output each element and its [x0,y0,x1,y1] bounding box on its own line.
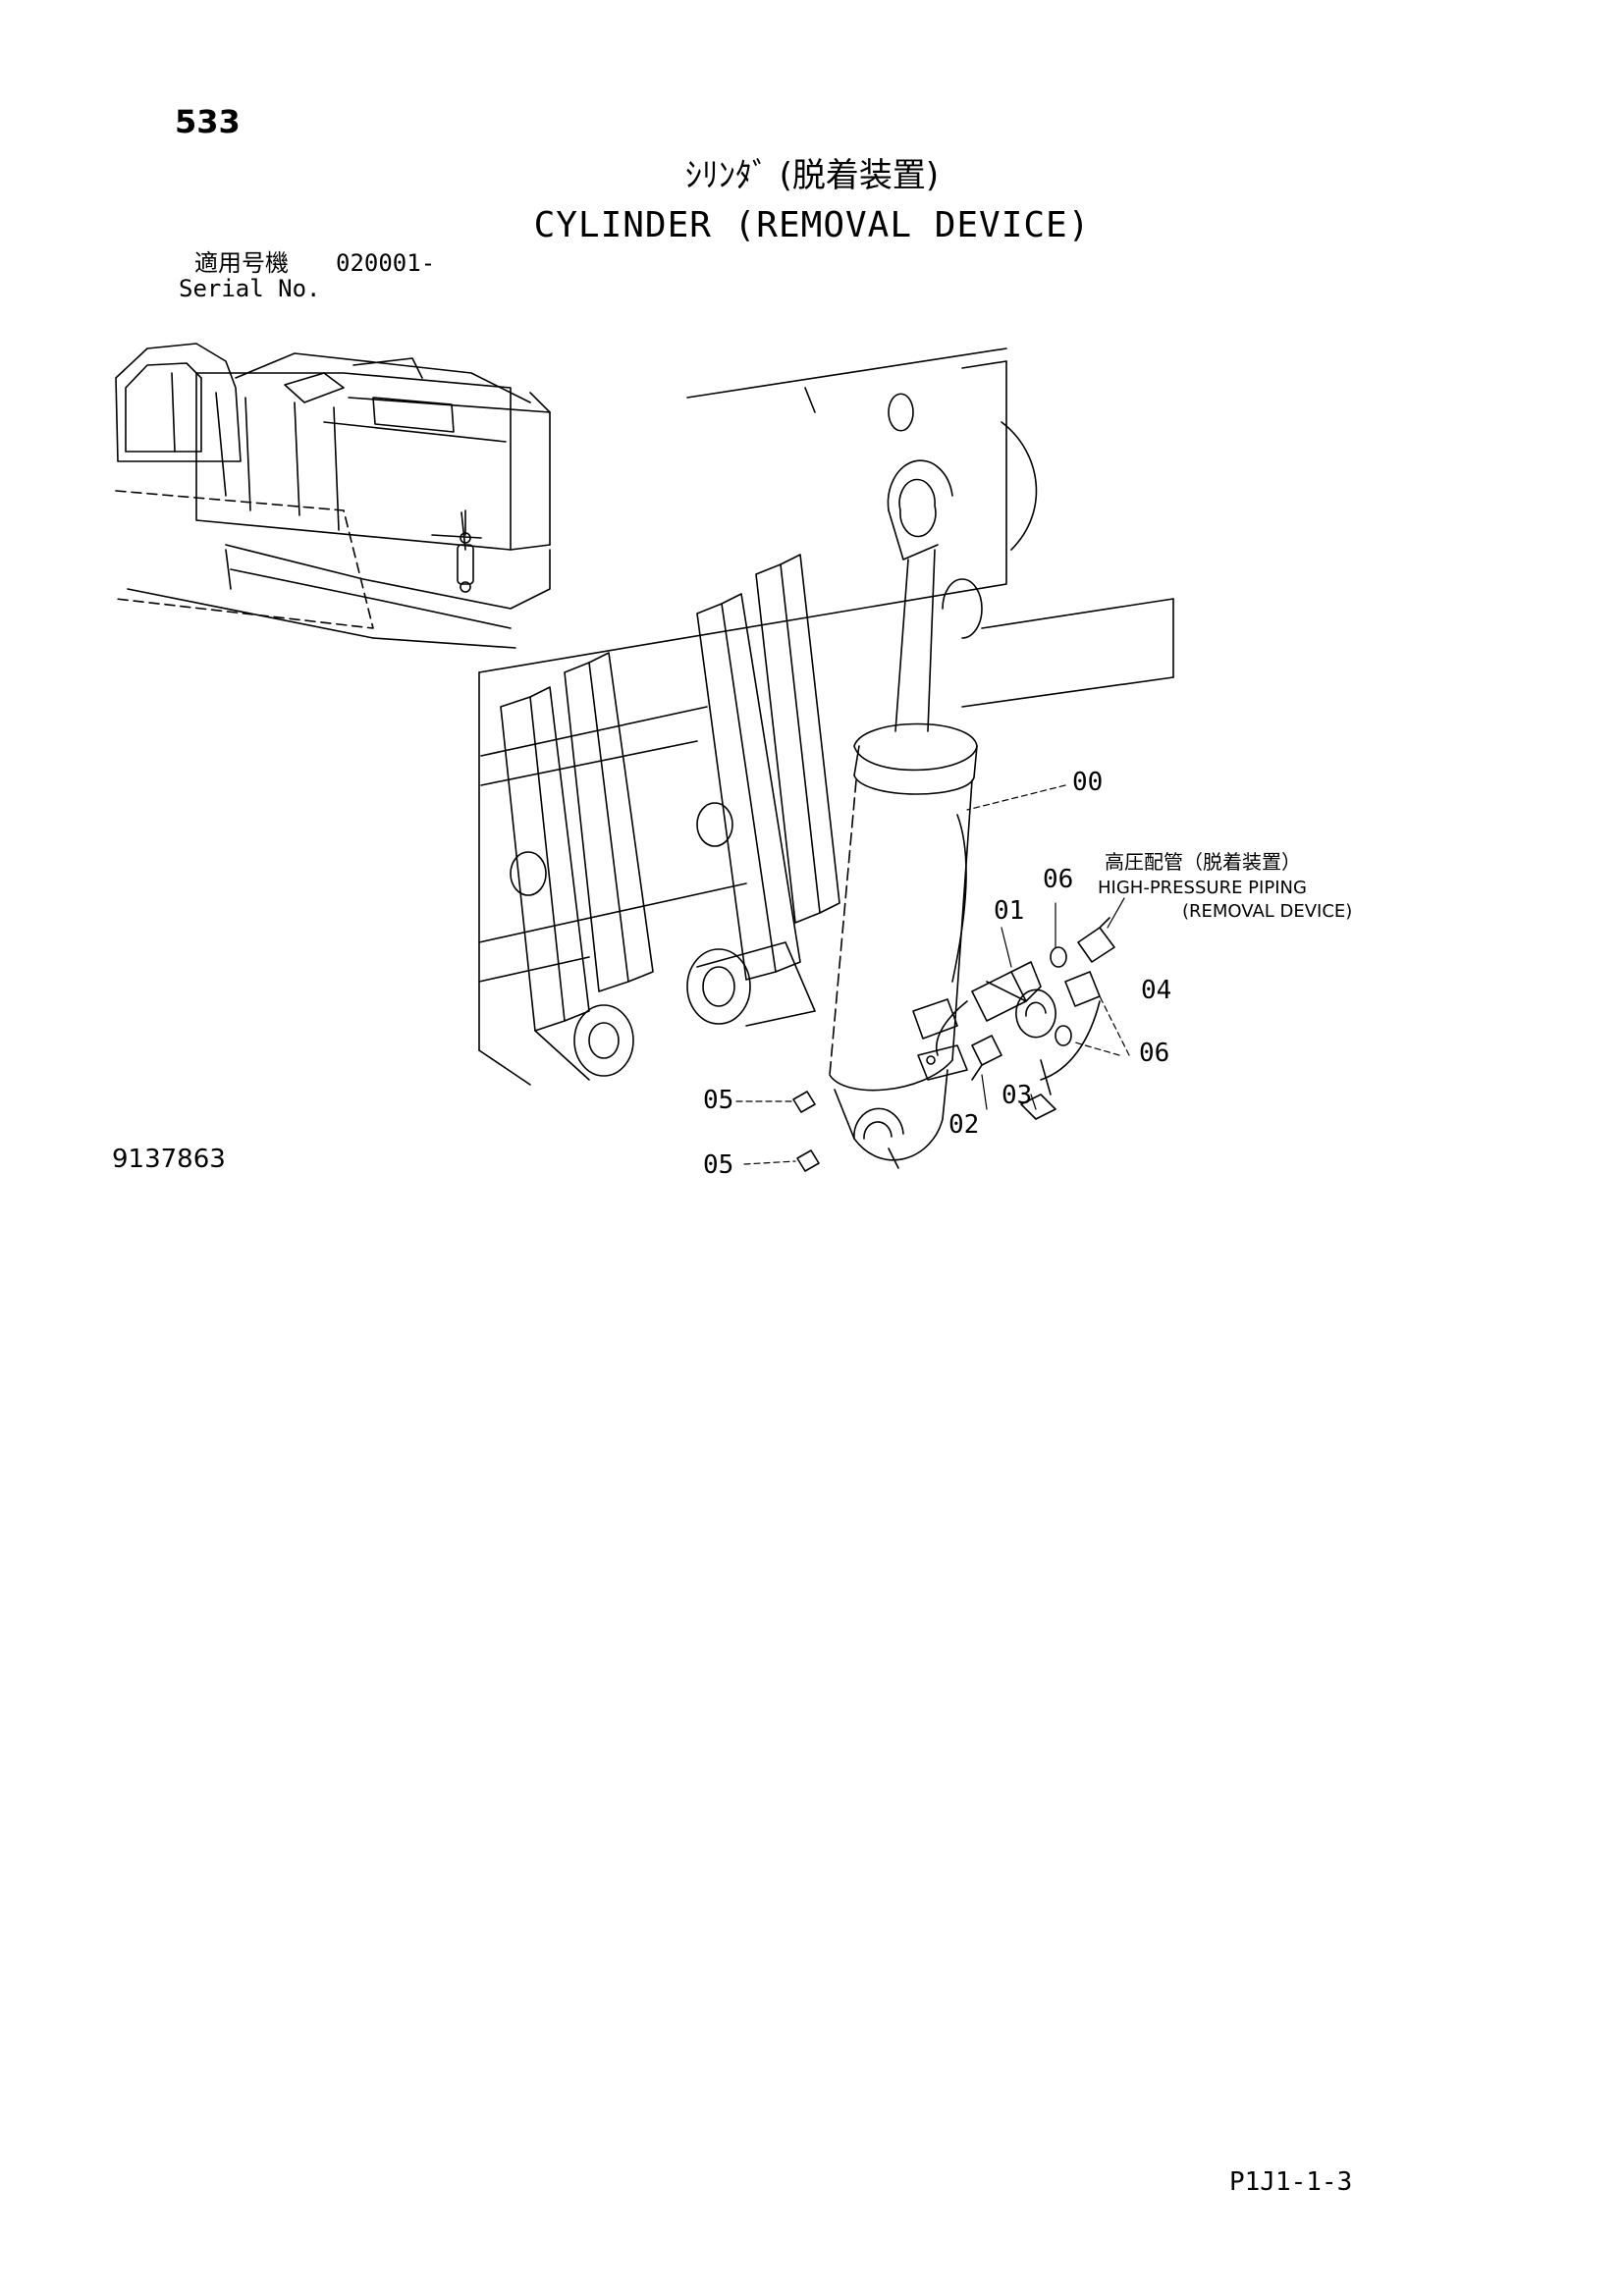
serial-label-japanese: 適用号機 [194,249,289,277]
callout-00: 00 [1072,768,1104,797]
callout-06-lower: 06 [1139,1039,1170,1068]
page-title: CYLINDER (REMOVAL DEVICE) [533,205,1091,245]
note-high-pressure-piping-japanese: 高圧配管（脱着装置） [1105,850,1301,874]
callout-06-upper: 06 [1043,865,1074,894]
callout-05-lower: 05 [703,1150,734,1180]
page-code: P1J1-1-3 [1229,2167,1353,2197]
callout-03: 03 [1001,1081,1033,1110]
serial-number-value: 020001- [336,249,436,277]
hydraulic-cylinder [830,460,977,1168]
callout-05-upper: 05 [703,1086,734,1115]
page-number: 533 [175,103,241,140]
fittings-and-hoses [793,918,1114,1171]
figure-number: 9137863 [112,1145,226,1174]
callout-01: 01 [994,896,1025,926]
excavator-overview-illustration [116,344,550,648]
note-removal-device: (REMOVAL DEVICE) [1182,901,1353,922]
note-high-pressure-piping: HIGH-PRESSURE PIPING [1098,878,1307,898]
callout-04: 04 [1141,976,1172,1005]
leader-lines [736,785,1129,1164]
frame-structure [479,348,1173,1085]
callout-02: 02 [948,1110,980,1140]
serial-label-english: Serial No. [179,275,321,302]
title-japanese: ｼﾘﾝﾀﾞ (脱着装置) [684,156,940,195]
